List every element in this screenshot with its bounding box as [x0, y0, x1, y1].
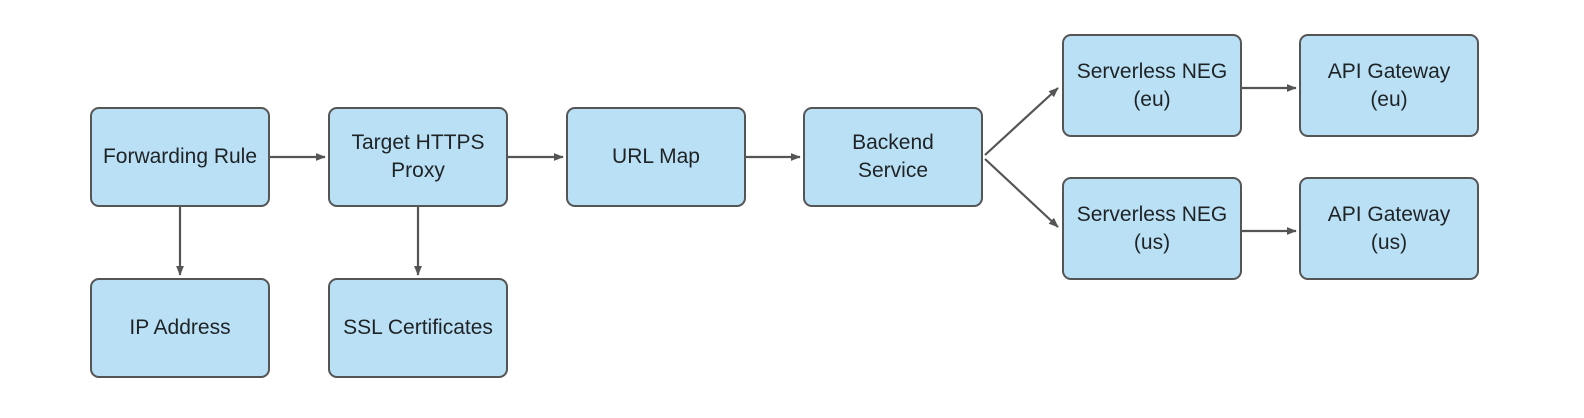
node-url-map[interactable]: URL Map: [566, 107, 746, 207]
node-ssl-certificates-label: SSL Certificates: [343, 316, 493, 340]
node-target-https-proxy[interactable]: Target HTTPS Proxy: [328, 107, 508, 207]
node-url-map-label: URL Map: [612, 145, 700, 169]
edge-backend-service-to-serverless-neg-us: [984, 158, 1059, 228]
node-serverless-neg-eu-label: Serverless NEG (eu): [1076, 59, 1228, 111]
node-api-gateway-eu[interactable]: API Gateway (eu): [1299, 34, 1479, 137]
node-ip-address[interactable]: IP Address: [90, 278, 270, 378]
node-ssl-certificates[interactable]: SSL Certificates: [328, 278, 508, 378]
node-api-gateway-us[interactable]: API Gateway (us): [1299, 177, 1479, 280]
node-api-gateway-us-label: API Gateway (us): [1327, 202, 1451, 254]
node-forwarding-rule[interactable]: Forwarding Rule: [90, 107, 270, 207]
node-api-gateway-eu-label: API Gateway (eu): [1327, 59, 1451, 111]
node-backend-service-label: Backend Service: [852, 131, 934, 182]
node-target-https-proxy-label: Target HTTPS Proxy: [351, 131, 485, 182]
edge-backend-service-to-serverless-neg-eu: [984, 87, 1059, 156]
node-serverless-neg-eu[interactable]: Serverless NEG (eu): [1062, 34, 1242, 137]
node-backend-service[interactable]: Backend Service: [803, 107, 983, 207]
node-serverless-neg-us-label: Serverless NEG (us): [1076, 202, 1228, 254]
node-forwarding-rule-label: Forwarding Rule: [102, 145, 258, 169]
node-ip-address-label: IP Address: [129, 316, 231, 340]
node-serverless-neg-us[interactable]: Serverless NEG (us): [1062, 177, 1242, 280]
